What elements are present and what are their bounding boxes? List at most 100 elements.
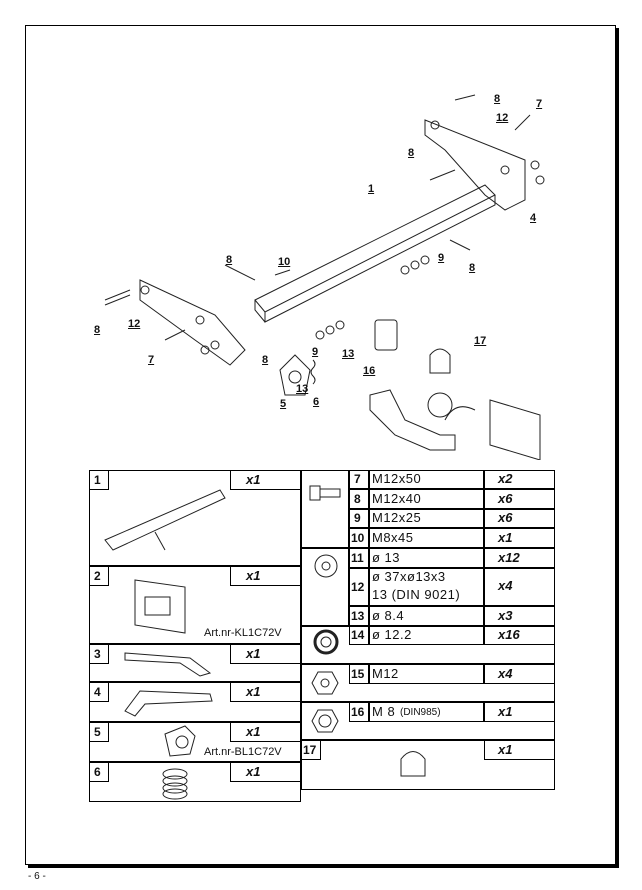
callout-8c: 8 [226, 254, 233, 266]
callout-8f: 8 [262, 354, 269, 366]
part-10-spec-box [369, 528, 484, 548]
part-15-spacer [301, 664, 555, 702]
lock-nut-icon [311, 709, 339, 733]
bolt-icon [309, 485, 341, 501]
callout-16: 16 [363, 365, 376, 377]
part-4-number: 4 [94, 685, 101, 699]
socket-housing [374, 319, 398, 351]
callout-1: 1 [368, 183, 375, 195]
part-1-qty-box [230, 470, 301, 490]
part-14-qty: x16 [498, 627, 520, 642]
part-7-no-box [349, 470, 369, 489]
part-17-cell [301, 740, 555, 790]
spring-icon [162, 768, 188, 800]
part-13-qty: x3 [498, 608, 513, 623]
socket-plate [444, 399, 541, 460]
part-12-no-box [349, 568, 369, 606]
part-13-number: 13 [351, 609, 365, 623]
part-2-article: Art.nr-KL1C72V [204, 627, 282, 639]
callout-8b: 8 [408, 147, 415, 159]
towball-cap-icon [400, 751, 426, 777]
part-6-qty: x1 [246, 764, 261, 779]
part-7-spec: M12x50 [372, 471, 422, 486]
part-11-no-box [349, 548, 369, 568]
part-16-spec-note: (DIN985) [400, 707, 441, 718]
part-8-qty-box [484, 489, 555, 509]
bracket-5-icon [164, 725, 196, 757]
part-13-qty-box [484, 606, 555, 626]
part-10-qty: x1 [498, 530, 513, 545]
part-2-qty: x1 [246, 568, 261, 583]
part-12-qty: x4 [498, 578, 513, 593]
spring-part-6 [310, 359, 316, 385]
part-12-spec-line2: 13 (DIN 9021) [372, 587, 461, 602]
part-12-number: 12 [351, 580, 365, 594]
part-10-spec: M8x45 [372, 530, 414, 545]
part-11-spec: ø 13 [372, 550, 401, 565]
part-16-spec: M 8 [372, 704, 396, 719]
part-11-spec-box [369, 548, 484, 568]
part-16-spacer [301, 702, 555, 740]
part-5-qty: x1 [246, 724, 261, 739]
part-2-qty-box [230, 566, 301, 586]
part-4-no-box [89, 682, 109, 702]
callout-12a: 12 [496, 112, 509, 124]
towball-neck [369, 389, 456, 451]
part-7-qty-box [484, 470, 555, 489]
part-4-qty: x1 [246, 684, 261, 699]
assembly-drawing [104, 94, 545, 460]
part-17-no-box [301, 740, 321, 760]
part-9-spec-box [369, 509, 484, 528]
part-5-number: 5 [94, 725, 101, 739]
callout-8a: 8 [494, 93, 501, 105]
crossbar-icon [104, 489, 226, 551]
part-14-spacer [301, 626, 555, 664]
part-11-qty-box [484, 548, 555, 568]
bolt-image-cell [301, 470, 349, 548]
part-11-qty: x12 [498, 550, 520, 565]
callout-9a: 9 [438, 252, 445, 264]
part-6-no-box [89, 762, 109, 782]
part-7-number: 7 [354, 472, 361, 486]
part-17-qty: x1 [498, 742, 513, 757]
part-12-spec-box [369, 568, 484, 606]
part-11-number: 11 [351, 551, 364, 565]
part-15-number: 15 [351, 667, 365, 681]
bracket-part-5 [279, 354, 311, 396]
part-9-qty: x6 [498, 510, 513, 525]
part-3-qty: x1 [246, 646, 261, 661]
part-13-no-box [349, 606, 369, 626]
callout-4: 4 [530, 212, 537, 224]
part-9-qty-box [484, 509, 555, 528]
callout-7b: 7 [148, 354, 155, 366]
part-9-number: 9 [354, 511, 361, 525]
part-17-qty-box [484, 740, 555, 760]
part-5-no-box [89, 722, 109, 742]
bolts-left [104, 264, 291, 341]
nuts-cluster [200, 160, 545, 355]
part-3-number: 3 [94, 647, 101, 661]
part-4-qty-box [230, 682, 301, 702]
towball-cap [429, 348, 451, 374]
callout-10: 10 [278, 256, 291, 268]
part-2-number: 2 [94, 569, 101, 583]
washer-icon [314, 554, 338, 578]
part-6-qty-box [230, 762, 301, 782]
part-8-qty: x6 [498, 491, 513, 506]
callout-8d: 8 [469, 262, 476, 274]
bolts-right [429, 94, 531, 251]
bracket-4-icon [124, 690, 213, 717]
part-3-qty-box [230, 644, 301, 664]
callout-17: 17 [474, 335, 487, 347]
part-8-spec-box [369, 489, 484, 509]
part-7-qty: x2 [498, 471, 513, 486]
bracket-part-4 [424, 119, 526, 211]
part-10-no-box [349, 528, 369, 548]
callout-13b: 13 [296, 383, 309, 395]
callout-8e: 8 [94, 324, 101, 336]
callout-12b: 12 [128, 318, 141, 330]
callout-6: 6 [313, 396, 320, 408]
bracket-part-3 [139, 279, 246, 366]
part-8-no-box [349, 489, 369, 509]
spring-washer-icon [313, 629, 339, 655]
